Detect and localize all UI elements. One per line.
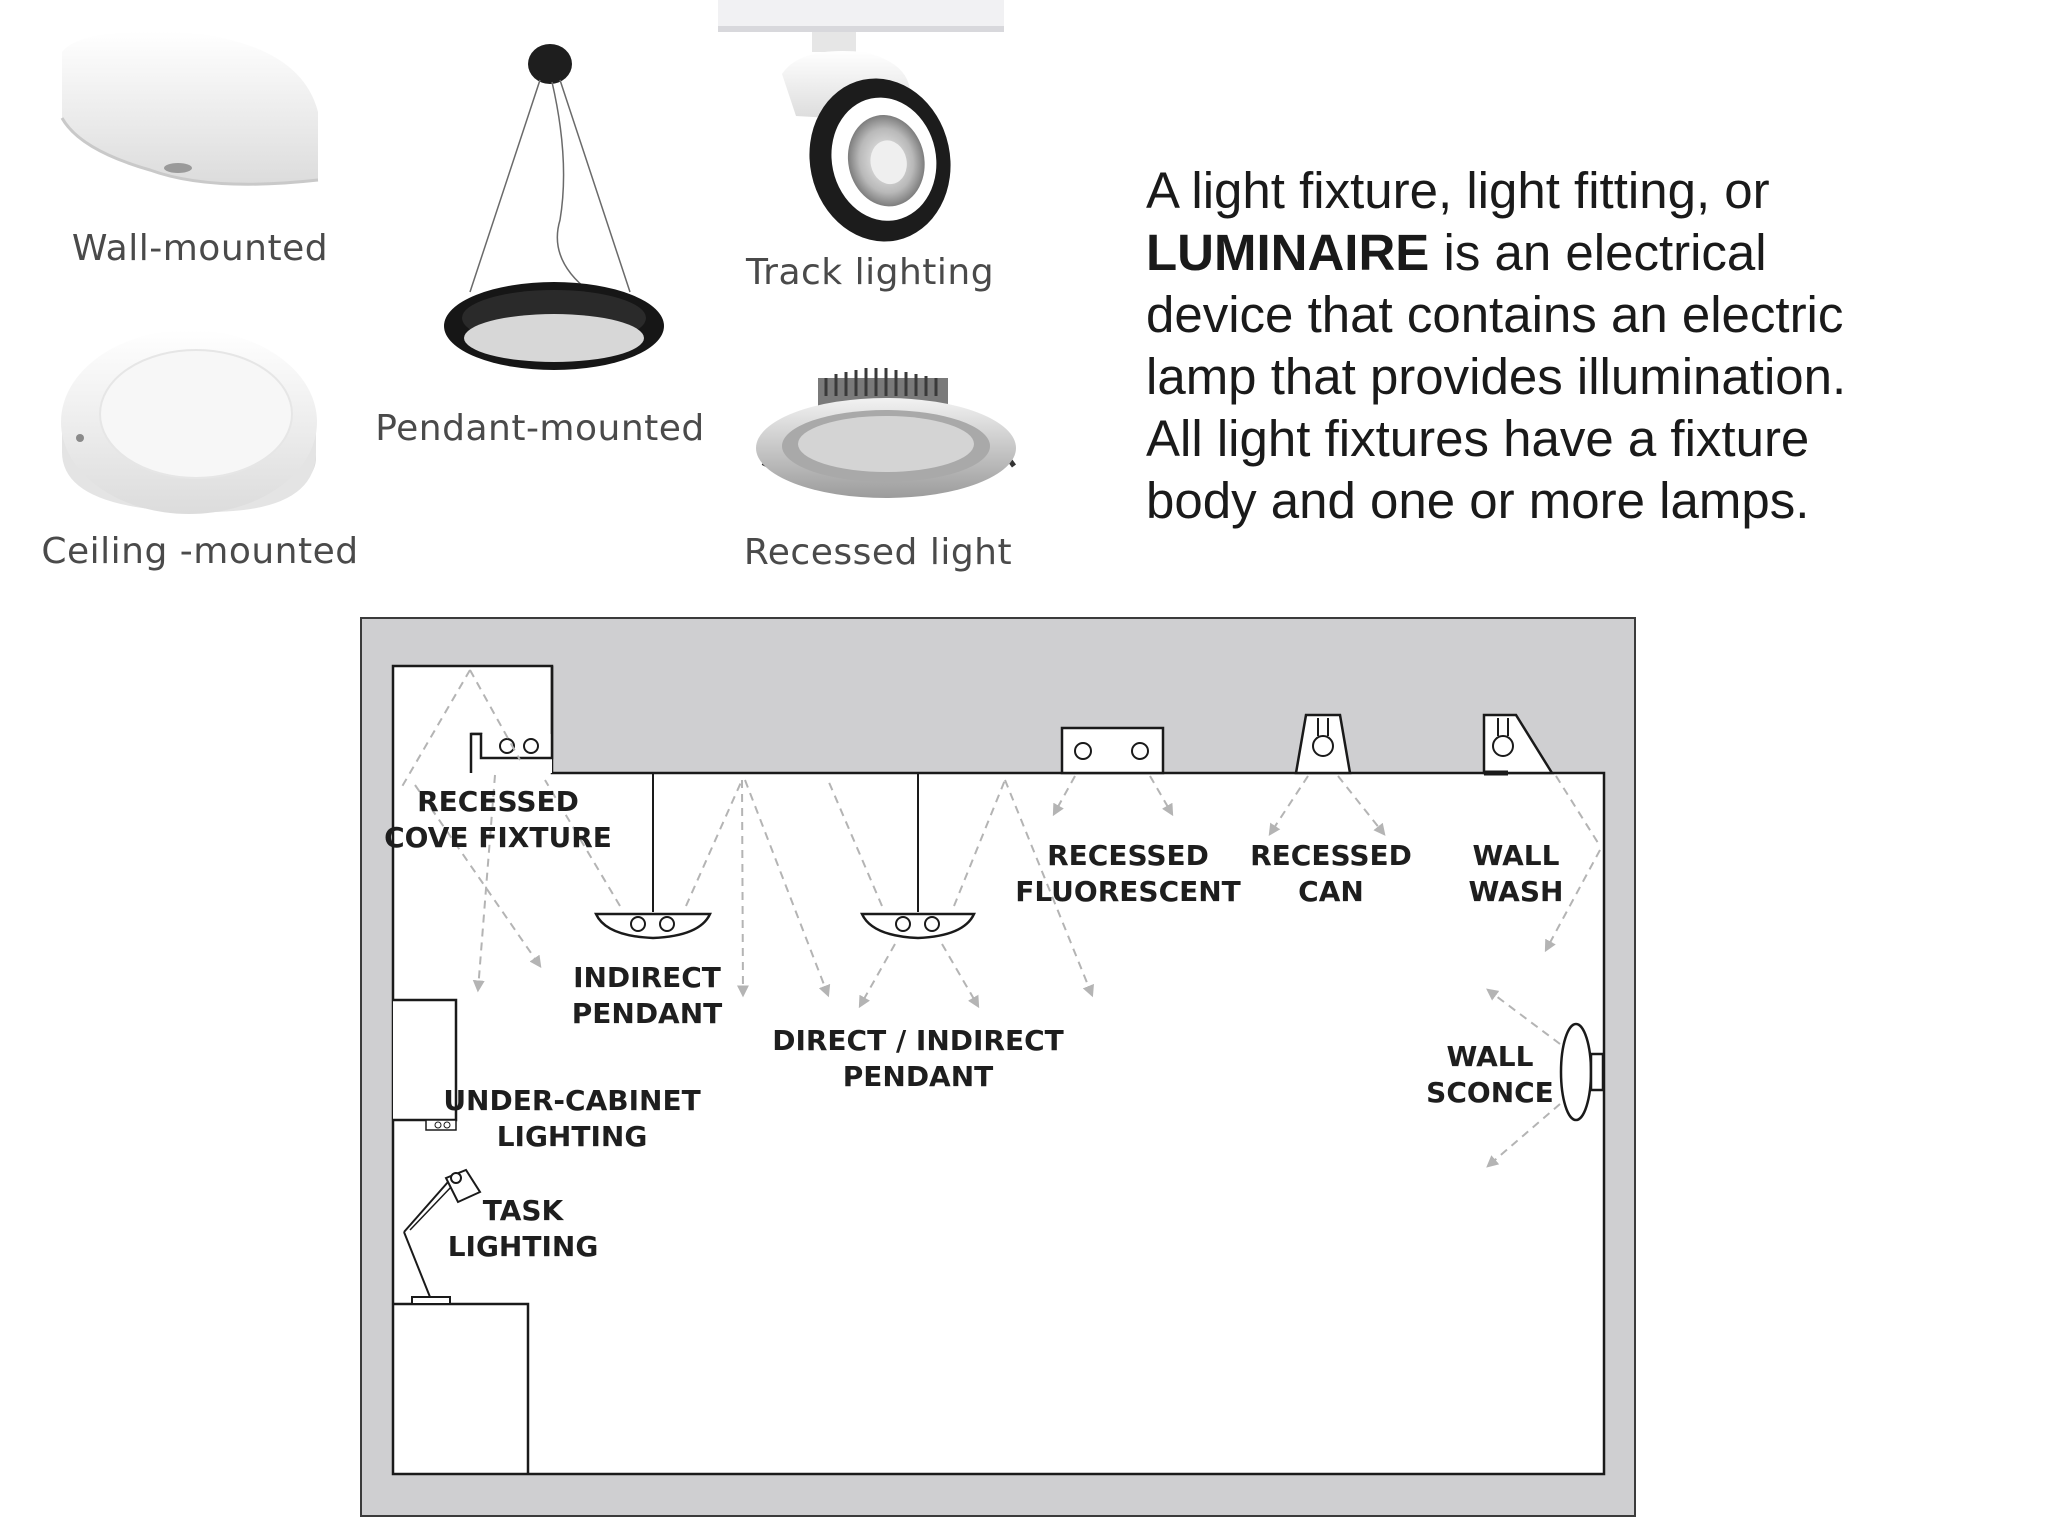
wall-mounted-caption: Wall-mounted (72, 228, 328, 269)
svg-text:TASK: TASK (483, 1194, 565, 1227)
svg-text:CAN: CAN (1298, 875, 1364, 908)
svg-text:LIGHTING: LIGHTING (448, 1230, 599, 1263)
luminaire-term: LUMINAIRE (1146, 224, 1430, 281)
definition-line-3: device that contains an electric (1146, 286, 1844, 343)
svg-text:PENDANT: PENDANT (843, 1060, 994, 1093)
svg-text:FLUORESCENT: FLUORESCENT (1015, 875, 1241, 908)
recessed-cove-label: RECESSED COVE FIXTURE (384, 785, 612, 854)
svg-text:WALL: WALL (1473, 839, 1560, 872)
ceiling-mounted-caption: Ceiling -mounted (41, 531, 358, 572)
definition-line-2: LUMINAIRE is an electrical (1146, 224, 1767, 281)
ceiling-mounted-fixture-image (61, 330, 317, 514)
definition-line-5: All light fixtures have a fixture (1146, 410, 1810, 467)
svg-text:DIRECT / INDIRECT: DIRECT / INDIRECT (772, 1024, 1064, 1057)
svg-text:RECESSED: RECESSED (1047, 839, 1209, 872)
wall-mounted-fixture-image (60, 31, 319, 186)
recessed-light-fixture-image (756, 368, 1017, 498)
indirect-pendant-label: INDIRECT PENDANT (572, 961, 723, 1030)
recessed-can-label: RECESSED CAN (1250, 839, 1412, 908)
recessed-fluorescent-label: RECESSED FLUORESCENT (1015, 839, 1241, 908)
definition-line-1: A light fixture, light fitting, or (1146, 162, 1770, 219)
svg-text:LIGHTING: LIGHTING (497, 1120, 648, 1153)
svg-text:SCONCE: SCONCE (1426, 1076, 1554, 1109)
wall-sconce-label: WALL SCONCE (1426, 1040, 1554, 1109)
svg-text:RECESSED: RECESSED (1250, 839, 1412, 872)
svg-text:PENDANT: PENDANT (572, 997, 723, 1030)
direct-indirect-pendant-label: DIRECT / INDIRECT PENDANT (772, 1024, 1064, 1093)
wall-wash-label: WALL WASH (1469, 839, 1564, 908)
svg-text:WALL: WALL (1447, 1040, 1534, 1073)
room-section-diagram (360, 617, 1636, 1517)
track-lighting-fixture-image (718, 0, 1004, 242)
definition-line-4: lamp that provides illumination. (1146, 348, 1847, 405)
definition-line-6: body and one or more lamps. (1146, 472, 1810, 529)
svg-text:INDIRECT: INDIRECT (573, 961, 721, 994)
svg-text:RECESSED: RECESSED (417, 785, 579, 818)
svg-text:COVE FIXTURE: COVE FIXTURE (384, 821, 612, 854)
pendant-mounted-caption: Pendant-mounted (375, 408, 705, 449)
luminaire-definition: A light fixture, light fitting, or LUMIN… (1146, 160, 1906, 532)
under-cabinet-label: UNDER-CABINET LIGHTING (443, 1084, 700, 1153)
recessed-light-caption: Recessed light (744, 532, 1012, 573)
task-lighting-label: TASK LIGHTING (448, 1194, 599, 1263)
svg-text:WASH: WASH (1469, 875, 1564, 908)
svg-text:UNDER-CABINET: UNDER-CABINET (443, 1084, 700, 1117)
track-lighting-caption: Track lighting (745, 252, 994, 293)
pendant-mounted-fixture-image (444, 44, 664, 370)
